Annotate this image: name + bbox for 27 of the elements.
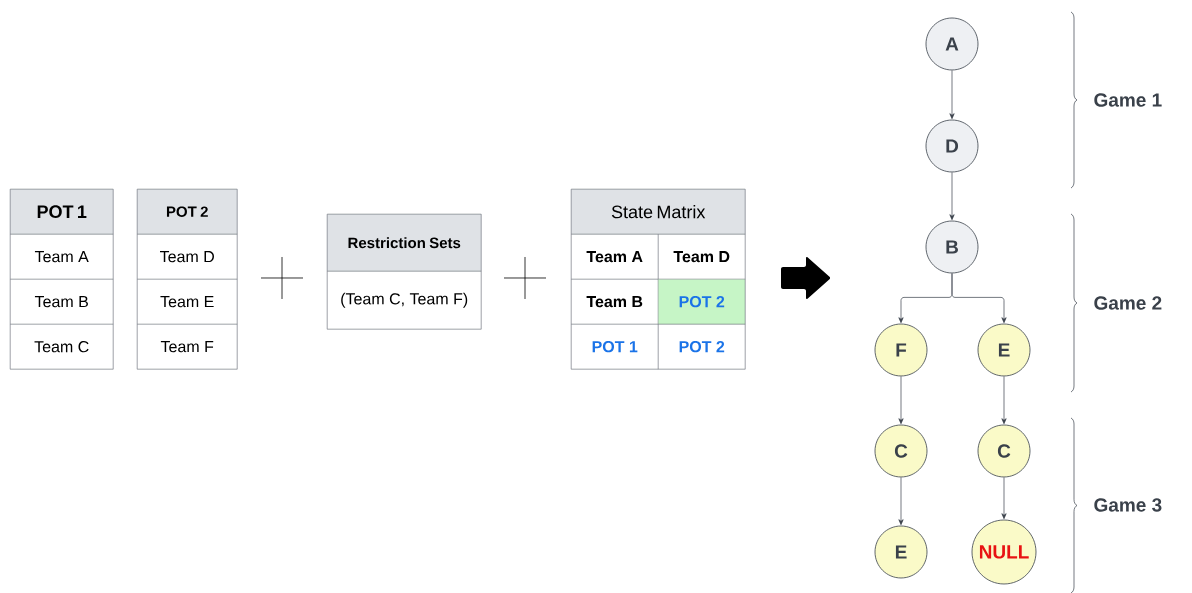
table-header: POT 2	[137, 189, 238, 235]
arrow	[951, 273, 1007, 324]
arrow	[1001, 477, 1007, 520]
table-cell: Team D	[137, 234, 238, 280]
arrow	[898, 376, 904, 425]
table-header: Restriction Sets	[327, 214, 482, 272]
arrow	[949, 172, 955, 221]
table-header: State Matrix	[571, 189, 746, 235]
arrow	[1001, 376, 1007, 425]
arrow	[898, 477, 904, 526]
table-cell: Team C	[10, 324, 114, 370]
table-cell: Team A	[571, 234, 659, 280]
arrow	[949, 70, 955, 120]
table-cell: Team F	[137, 324, 238, 370]
game-label: Game 1	[1094, 93, 1162, 107]
table-cell: POT 2	[658, 324, 746, 370]
table-cell: (Team C, Team F)	[327, 271, 482, 330]
table-cell: Team B	[571, 279, 659, 325]
table-cell: Team D	[658, 234, 746, 280]
table-cell: POT 1	[571, 324, 659, 370]
table-cell: POT 2	[658, 279, 746, 325]
table-cell: Team B	[10, 279, 114, 325]
table-header: POT 1	[10, 189, 114, 235]
game-label: Game 2	[1094, 296, 1162, 310]
game-label: Game 3	[1094, 498, 1162, 512]
table-cell: Team A	[10, 234, 114, 280]
table-cell: Team E	[137, 279, 238, 325]
